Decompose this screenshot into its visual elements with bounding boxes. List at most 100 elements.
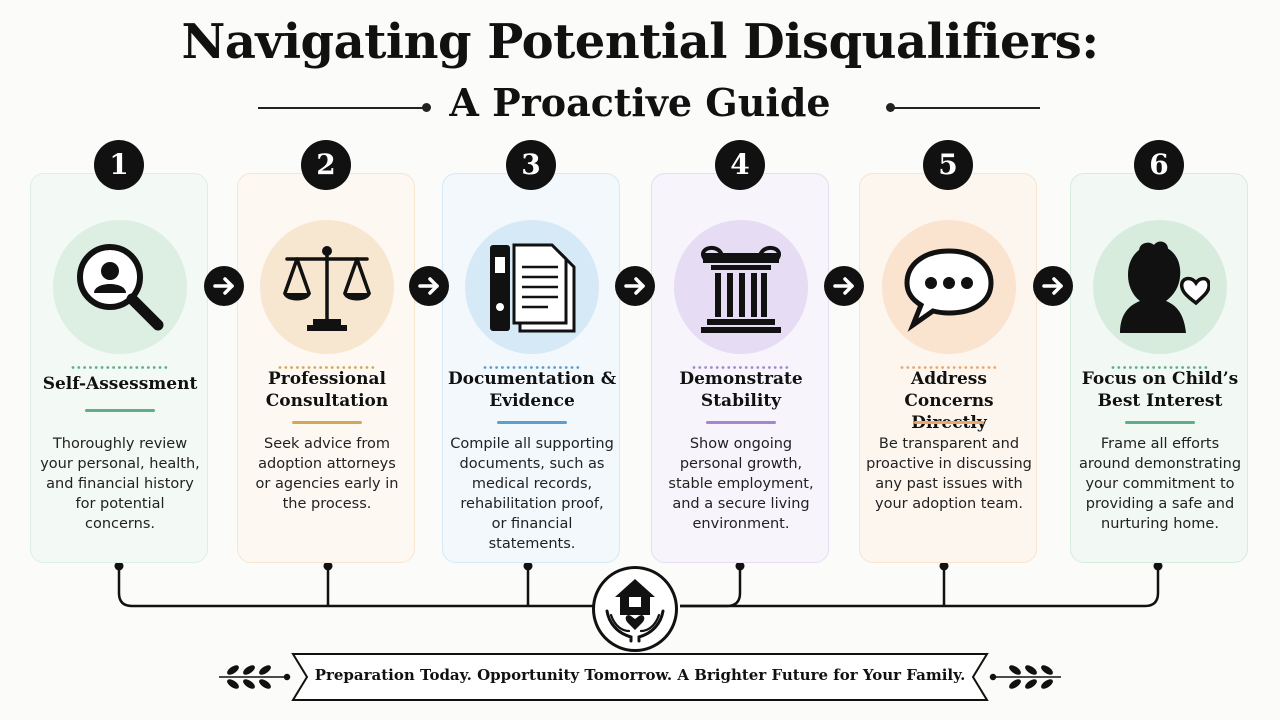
- arrow-right-icon: [213, 277, 234, 295]
- step-description-line: the process.: [282, 496, 372, 512]
- step-description-line: any past issues with: [875, 476, 1023, 492]
- step-icon-circle: [260, 220, 394, 354]
- step-description-line: around demonstrating: [1078, 456, 1242, 472]
- step-description-line: environment.: [692, 516, 790, 532]
- step-dots-divider: [692, 354, 790, 369]
- step-title-underline: [1125, 421, 1195, 424]
- step-description-line: personal growth,: [679, 456, 803, 472]
- title-rule-right: [890, 107, 1040, 109]
- step-description-line: or agencies early in: [255, 476, 399, 492]
- step-title-underline: [85, 409, 155, 412]
- subtitle: A Proactive Guide: [449, 80, 831, 125]
- scales-of-justice-icon: [283, 246, 371, 331]
- step-description-line: your commitment to: [1085, 476, 1235, 492]
- step-arrow-2: [409, 266, 449, 306]
- step-description-line: statements.: [488, 536, 576, 552]
- step-title-underline: [914, 421, 984, 424]
- arrow-right-icon: [1042, 277, 1063, 295]
- step-description-line: concerns.: [85, 516, 155, 532]
- step-title-underline: [706, 421, 776, 424]
- step-description-line: your personal, health,: [40, 456, 200, 472]
- step-number-badge-6: 6: [1134, 140, 1184, 190]
- step-icon-circle: [674, 220, 808, 354]
- step-description: Be transparent and proactive in discussin…: [866, 434, 1032, 514]
- step-description-line: nurturing home.: [1101, 516, 1219, 532]
- step-dots-divider: [900, 354, 998, 369]
- step-description-line: Show ongoing: [689, 436, 793, 452]
- step-title-underline: [497, 421, 567, 424]
- step-title-line: Stability: [700, 391, 782, 411]
- step-title-line: Best Interest: [1097, 391, 1223, 411]
- home-in-hands-icon: [605, 579, 665, 643]
- step-title-line: Evidence: [489, 391, 575, 411]
- step-title-underline: [292, 421, 362, 424]
- footer-banner: Preparation Today. Opportunity Tomorrow.…: [215, 652, 1065, 702]
- step-description-line: providing a safe and: [1085, 496, 1235, 512]
- step-description: Thoroughly review your personal, health, a…: [37, 434, 203, 534]
- step-description-line: Seek advice from: [264, 436, 390, 452]
- step-icon-circle: [53, 220, 187, 354]
- step-title-line: Documentation &: [447, 369, 617, 389]
- banner-ribbon: [219, 653, 1061, 701]
- step-title-line: Focus on Child’s: [1081, 369, 1239, 389]
- step-title-line: Demonstrate: [679, 369, 803, 389]
- step-description-line: medical records,: [471, 476, 593, 492]
- arrow-right-icon: [833, 277, 854, 295]
- step-number-badge-3: 3: [506, 140, 556, 190]
- step-title-line: Consultation: [265, 391, 389, 411]
- step-number-badge-1: 1: [94, 140, 144, 190]
- step-description: Show ongoing personal growth, stable emplo…: [658, 434, 824, 534]
- step-description-line: Compile all supporting: [450, 436, 614, 452]
- step-description: Seek advice from adoption attorneys or age…: [244, 434, 410, 514]
- step-dots-divider: [71, 354, 169, 369]
- step-title-line: Self-Assessment: [42, 374, 198, 394]
- step-description-line: stable employment,: [668, 476, 814, 492]
- step-description-line: and financial history: [46, 476, 194, 492]
- binder-documents-icon: [490, 243, 576, 333]
- step-description-line: for potential: [75, 496, 165, 512]
- magnifier-person-icon: [77, 244, 164, 331]
- step-description: Compile all supporting documents, such as…: [449, 434, 615, 554]
- step-title: Address ConcernsDirectly: [864, 368, 1034, 434]
- step-arrow-3: [615, 266, 655, 306]
- step-icon-circle: [882, 220, 1016, 354]
- step-arrow-5: [1033, 266, 1073, 306]
- step-icon-circle: [465, 220, 599, 354]
- arrow-right-icon: [418, 277, 439, 295]
- step-description-line: or financial: [491, 516, 573, 532]
- step-dots-divider: [278, 354, 376, 369]
- step-description: Frame all efforts around demonstrating you…: [1077, 434, 1243, 534]
- footer-banner-text: Preparation Today. Opportunity Tomorrow.…: [314, 666, 966, 684]
- step-description-line: adoption attorneys: [258, 456, 396, 472]
- speech-bubble-icon: [904, 248, 994, 332]
- step-card-5: Address ConcernsDirectlyBe transparent a…: [859, 173, 1037, 563]
- step-description-line: Be transparent and: [878, 436, 1020, 452]
- main-title: Navigating Potential Disqualifiers:: [181, 14, 1099, 70]
- step-description-line: documents, such as: [459, 456, 605, 472]
- pillar-icon: [701, 245, 781, 333]
- step-dots-divider: [1111, 354, 1209, 369]
- step-number-badge-5: 5: [923, 140, 973, 190]
- child-heart-icon: [1120, 241, 1210, 333]
- step-description-line: proactive in discussing: [866, 456, 1032, 472]
- arrow-right-icon: [624, 277, 645, 295]
- step-arrow-1: [204, 266, 244, 306]
- hub-badge: [592, 566, 678, 652]
- step-description-line: rehabilitation proof,: [460, 496, 604, 512]
- step-title-line: Professional: [268, 369, 386, 389]
- step-icon-circle: [1093, 220, 1227, 354]
- laurel-left-icon: [219, 665, 291, 689]
- step-dots-divider: [483, 354, 581, 369]
- step-description-line: Thoroughly review: [52, 436, 188, 452]
- step-description-line: your adoption team.: [875, 496, 1023, 512]
- title-rule-left: [258, 107, 424, 109]
- step-description-line: Frame all efforts: [1100, 436, 1220, 452]
